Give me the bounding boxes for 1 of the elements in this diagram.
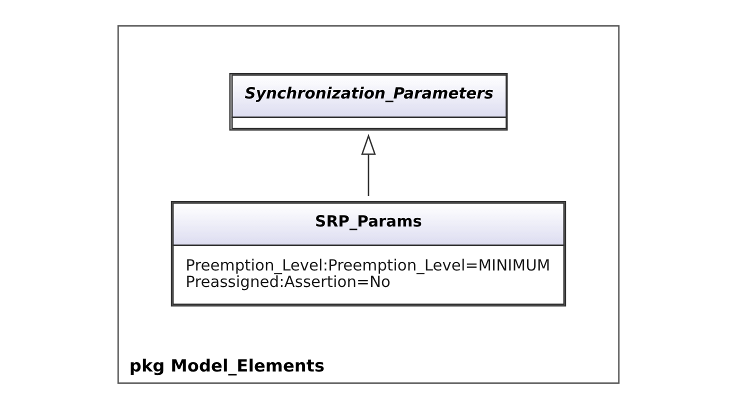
arrow — [360, 133, 376, 196]
